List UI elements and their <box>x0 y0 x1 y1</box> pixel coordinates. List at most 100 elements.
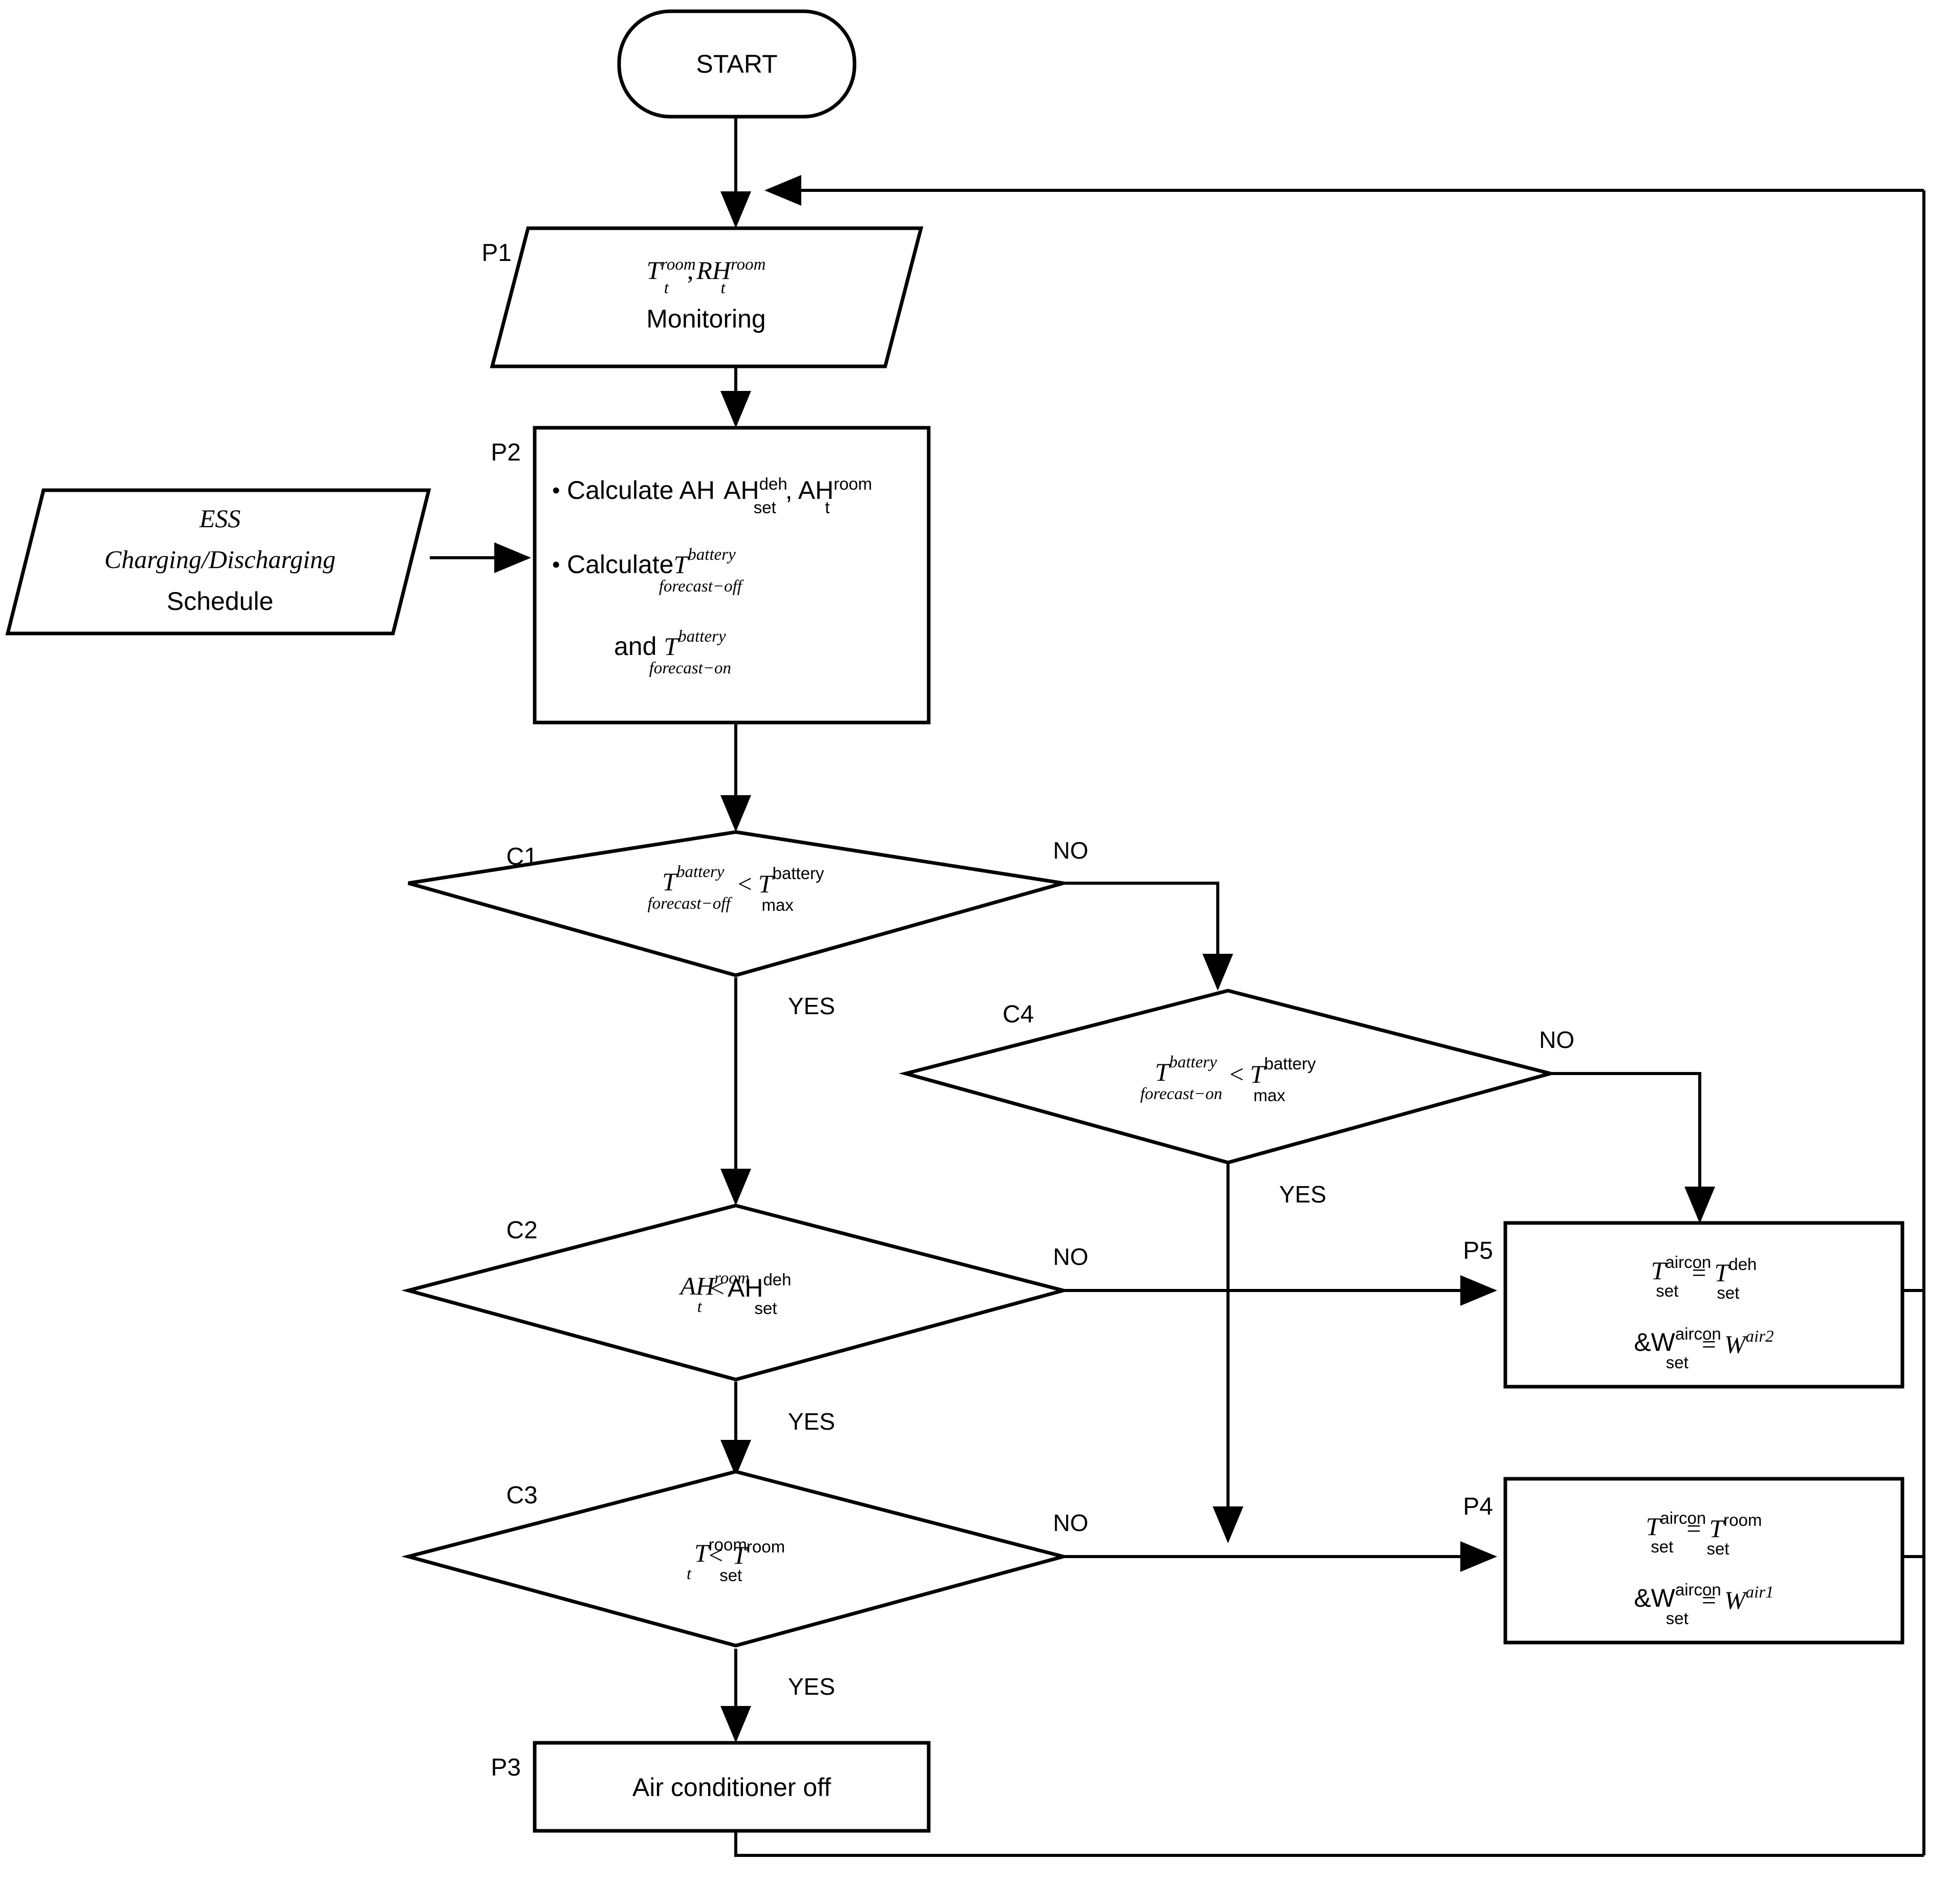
node-start[interactable]: START <box>617 9 857 119</box>
p1-l1-sub-a: t <box>664 279 669 297</box>
p2-b2-bullet: • <box>552 550 567 579</box>
c3-tag: C3 <box>506 1482 537 1509</box>
c4-diamond-shape <box>898 989 1558 1165</box>
c4-rhs-sub: max <box>1254 1086 1286 1105</box>
p4-l2-lhs-sub: set <box>1666 1609 1689 1628</box>
p1-l1-sym-a: T <box>646 256 662 284</box>
c4-lhs-sub: forecast−on <box>1140 1085 1222 1103</box>
c3-rhs-sym: T <box>732 1541 748 1569</box>
c2-rhs-sub: set <box>755 1299 777 1318</box>
c4-lhs-sym: T <box>1155 1058 1171 1086</box>
p2-l3-sup: battery <box>678 627 726 646</box>
p4-l2-lhs-sym: W <box>1651 1584 1676 1612</box>
p4-l2-eq: = <box>1702 1586 1716 1614</box>
p2-b2-text: Calculate <box>567 550 673 579</box>
c3-op: < <box>709 1541 723 1569</box>
p1-l1-sym-b: RH <box>696 256 732 284</box>
c1-tag: C1 <box>506 843 537 870</box>
edge-p3-to-feedback-bus <box>734 1831 1924 1857</box>
p5-l1-eq: = <box>1692 1258 1706 1287</box>
p4-l1-rhs-sym: T <box>1709 1514 1725 1543</box>
edge-c4-no-to-p5 <box>1550 1072 1715 1223</box>
p2-l3-sym: T <box>664 632 679 661</box>
c1-yes-label: YES <box>788 993 835 1019</box>
node-ess-schedule[interactable]: ESS Charging/Discharging Schedule <box>5 488 431 636</box>
p1-tag: P1 <box>481 239 512 267</box>
c1-rhs-sym: T <box>758 869 774 898</box>
p4-l2-lhs-sup: aircon <box>1675 1580 1721 1599</box>
p2-b2-sym: T <box>673 550 689 579</box>
edge-c1-no-to-c4 <box>1063 882 1233 991</box>
c4-rhs-sym: T <box>1250 1060 1266 1088</box>
p2-bullet2: • CalculateTbattery forecast−off <box>552 545 744 596</box>
c2-tag: C2 <box>506 1217 537 1244</box>
p5-l1-rhs-sym: T <box>1715 1258 1730 1287</box>
c1-lhs-sup: battery <box>676 863 725 881</box>
c3-no-label: NO <box>1053 1509 1088 1536</box>
c4-lhs-sup: battery <box>1169 1053 1217 1071</box>
c3-rhs-sub: set <box>719 1566 742 1585</box>
c2-diamond-shape <box>401 1203 1070 1382</box>
c2-yes-label: YES <box>788 1408 835 1435</box>
p4-l1-eq: = <box>1686 1514 1701 1543</box>
p4-l2-rhs-sym: W <box>1724 1586 1748 1614</box>
c2-rhs-sup: deh <box>763 1270 791 1289</box>
p2-b1-comma: , AH <box>785 476 834 505</box>
c3-yes-label: YES <box>788 1673 835 1700</box>
c4-rhs-sup: battery <box>1264 1054 1316 1073</box>
c1-diamond-shape <box>408 830 1064 977</box>
c2-op: < <box>710 1274 725 1302</box>
node-p3[interactable]: P3 Air conditioner off <box>491 1741 931 1833</box>
p2-b2-sub: forecast−off <box>659 577 744 596</box>
p2-l3-sub: forecast−on <box>649 659 731 677</box>
p3-rect-shape <box>533 1741 931 1833</box>
p2-l3-text: and <box>614 632 664 661</box>
p5-l1-lhs-sup: aircon <box>1665 1253 1711 1272</box>
p4-l2-amp: & <box>1634 1584 1651 1612</box>
c3-lhs-sym: T <box>694 1539 710 1567</box>
c4-no-label: NO <box>1539 1026 1574 1053</box>
ess-line1: ESS <box>199 504 241 533</box>
p2-b2-sup: battery <box>688 545 736 564</box>
c3-lhs-sub: t <box>687 1565 692 1583</box>
p2-b1-sup-b: room <box>834 474 872 493</box>
p5-tag: P5 <box>1463 1237 1493 1264</box>
c4-op: < <box>1230 1060 1244 1088</box>
p5-l2-rhs-sup: air2 <box>1746 1327 1774 1346</box>
p3-tag: P3 <box>491 1754 521 1781</box>
p1-parallelogram-shape <box>490 226 924 368</box>
p5-l2-lhs-sup: aircon <box>1675 1324 1721 1343</box>
p4-rect-shape <box>1503 1477 1904 1645</box>
p1-l1-sup-b: room <box>731 255 765 274</box>
c1-no-label: NO <box>1053 837 1088 864</box>
p2-line3: and Tbattery forecast−on <box>614 627 731 677</box>
p2-b1-sub-a: set <box>754 498 776 517</box>
p5-l2-lhs-sym: W <box>1651 1328 1676 1356</box>
p2-b1-sub-b: t <box>825 498 829 517</box>
c3-lhs-sup: room <box>709 1535 747 1554</box>
p2-tag: P2 <box>491 439 521 466</box>
c3-rhs-sup: room <box>747 1537 785 1556</box>
edges-layer <box>430 117 1925 1857</box>
p4-tag: P4 <box>1463 1493 1493 1520</box>
p4-l1-rhs-sup: room <box>1723 1511 1762 1529</box>
ess-line3: Schedule <box>167 587 274 616</box>
p5-l1-rhs-sub: set <box>1717 1283 1739 1302</box>
p1-l1-comma: , <box>687 256 694 284</box>
p5-l2-lhs-sub: set <box>1666 1353 1689 1372</box>
start-terminator-shape <box>617 9 857 119</box>
